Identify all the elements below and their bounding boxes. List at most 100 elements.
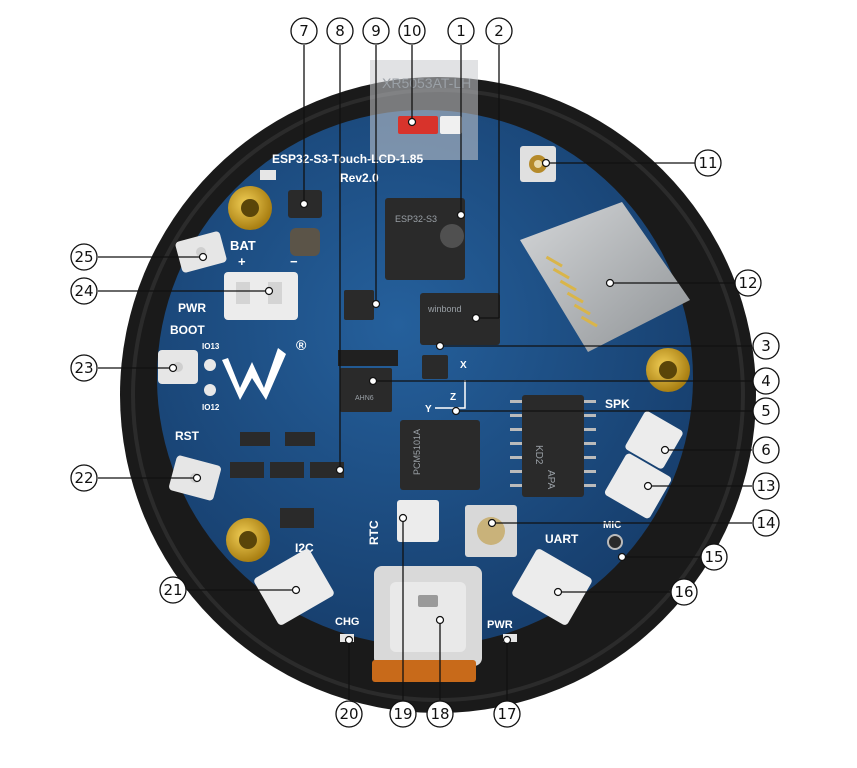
- svg-text:24: 24: [74, 282, 93, 300]
- amp-pins: [510, 400, 596, 487]
- registered-mark: ®: [296, 337, 307, 353]
- svg-text:11: 11: [698, 154, 717, 172]
- callout-9: 9: [362, 17, 390, 45]
- callout-14: 14: [752, 509, 780, 537]
- imu-chip-label: AHN6: [355, 395, 374, 402]
- svg-text:4: 4: [761, 372, 771, 390]
- svg-text:17: 17: [497, 705, 516, 723]
- svg-text:19: 19: [393, 705, 412, 723]
- inductor: [290, 228, 320, 256]
- callout-18: 18: [426, 700, 454, 728]
- rtc-chip: [338, 350, 398, 366]
- touch-ic: [344, 290, 374, 320]
- antenna-connector[interactable]: [520, 146, 556, 182]
- tf-card-slot[interactable]: [520, 202, 690, 352]
- svg-text:22: 22: [74, 469, 93, 487]
- dac-chip-label: PCM5101A: [412, 429, 422, 475]
- callout-23: 23: [70, 354, 98, 382]
- svg-text:12: 12: [738, 274, 757, 292]
- battery-connector[interactable]: [224, 272, 298, 320]
- callout-2: 2: [485, 17, 513, 45]
- svg-text:16: 16: [674, 583, 693, 601]
- svg-text:1: 1: [456, 22, 466, 40]
- callout-19: 19: [389, 700, 417, 728]
- callout-11: 11: [694, 149, 722, 177]
- chg-label: CHG: [335, 616, 359, 628]
- io13-led: [204, 359, 216, 371]
- callout-5: 5: [752, 397, 780, 425]
- rtc-battery-connector[interactable]: [397, 500, 439, 542]
- svg-text:8: 8: [335, 22, 345, 40]
- waveshare-logo: [222, 348, 286, 400]
- callout-25: 25: [70, 243, 98, 271]
- svg-text:21: 21: [163, 581, 182, 599]
- callout-8: 8: [326, 17, 354, 45]
- svg-text:25: 25: [74, 248, 93, 266]
- board-revision: Rev2.0: [340, 171, 379, 185]
- audio-amp-chip: [522, 395, 584, 497]
- svg-text:18: 18: [430, 705, 449, 723]
- bat-plus: +: [238, 254, 246, 269]
- uart-label: UART: [545, 532, 579, 546]
- callout-13: 13: [752, 472, 780, 500]
- esp32-logo: [440, 224, 464, 248]
- svg-text:2: 2: [494, 22, 504, 40]
- resistor-component: [260, 170, 276, 180]
- callout-12: 12: [734, 269, 762, 297]
- callout-7: 7: [290, 17, 318, 45]
- callout-4: 4: [752, 367, 780, 395]
- callout-21: 21: [159, 576, 187, 604]
- callout-10: 10: [398, 17, 426, 45]
- axis-y-label: Y: [425, 404, 432, 415]
- io12-led: [204, 384, 216, 396]
- mounting-hole-center: [241, 199, 259, 217]
- callout-22: 22: [70, 464, 98, 492]
- pwr-left-label: PWR: [178, 301, 206, 315]
- rtc-label: RTC: [367, 520, 381, 545]
- bat-minus: −: [290, 254, 298, 269]
- callout-1: 1: [447, 17, 475, 45]
- pwr-right-label: PWR: [487, 619, 513, 631]
- qmi-chip: [340, 368, 392, 412]
- svg-text:20: 20: [339, 705, 358, 723]
- esp32-chip-label: ESP32-S3: [395, 214, 437, 224]
- speaker-connector[interactable]: [624, 410, 684, 470]
- callout-3: 3: [752, 332, 780, 360]
- callout-16: 16: [670, 578, 698, 606]
- imu-chip: [422, 355, 448, 379]
- svg-text:14: 14: [756, 514, 775, 532]
- microphone: [607, 534, 623, 550]
- callout-leader-lines: [98, 45, 752, 700]
- callout-15: 15: [700, 543, 728, 571]
- callout-24: 24: [70, 277, 98, 305]
- bat-label: BAT: [230, 238, 256, 253]
- io12-label: IO12: [202, 403, 220, 412]
- boot-label: BOOT: [170, 323, 205, 337]
- display-label: XR5053AT-LH: [382, 75, 471, 91]
- amp-chip-label-2: KD2: [533, 445, 544, 465]
- axis-x-label: X: [460, 360, 467, 371]
- axis-arrows: [435, 380, 466, 409]
- transistor-row: [230, 432, 344, 528]
- display-flex-cable: [370, 60, 478, 160]
- rst-label: RST: [175, 429, 200, 443]
- svg-text:3: 3: [761, 337, 771, 355]
- rotary-switch[interactable]: [465, 505, 517, 557]
- boot-button[interactable]: [158, 350, 198, 384]
- callout-6: 6: [752, 436, 780, 464]
- svg-text:5: 5: [761, 402, 771, 420]
- fpc-white-pad: [440, 116, 462, 134]
- spk-label: SPK: [605, 397, 630, 411]
- gpio-connector[interactable]: [603, 452, 672, 520]
- amp-chip-label: APA: [545, 470, 556, 490]
- usb-c-port[interactable]: [374, 566, 482, 666]
- svg-text:10: 10: [402, 22, 421, 40]
- callout-20: 20: [335, 700, 363, 728]
- fpc-orange: [372, 660, 476, 682]
- esp32-s3-chip: [385, 198, 465, 280]
- svg-text:6: 6: [761, 441, 771, 459]
- audio-dac-chip: [400, 420, 480, 490]
- mounting-hole-center: [659, 361, 677, 379]
- uart-connector[interactable]: [511, 548, 593, 627]
- svg-text:23: 23: [74, 359, 93, 377]
